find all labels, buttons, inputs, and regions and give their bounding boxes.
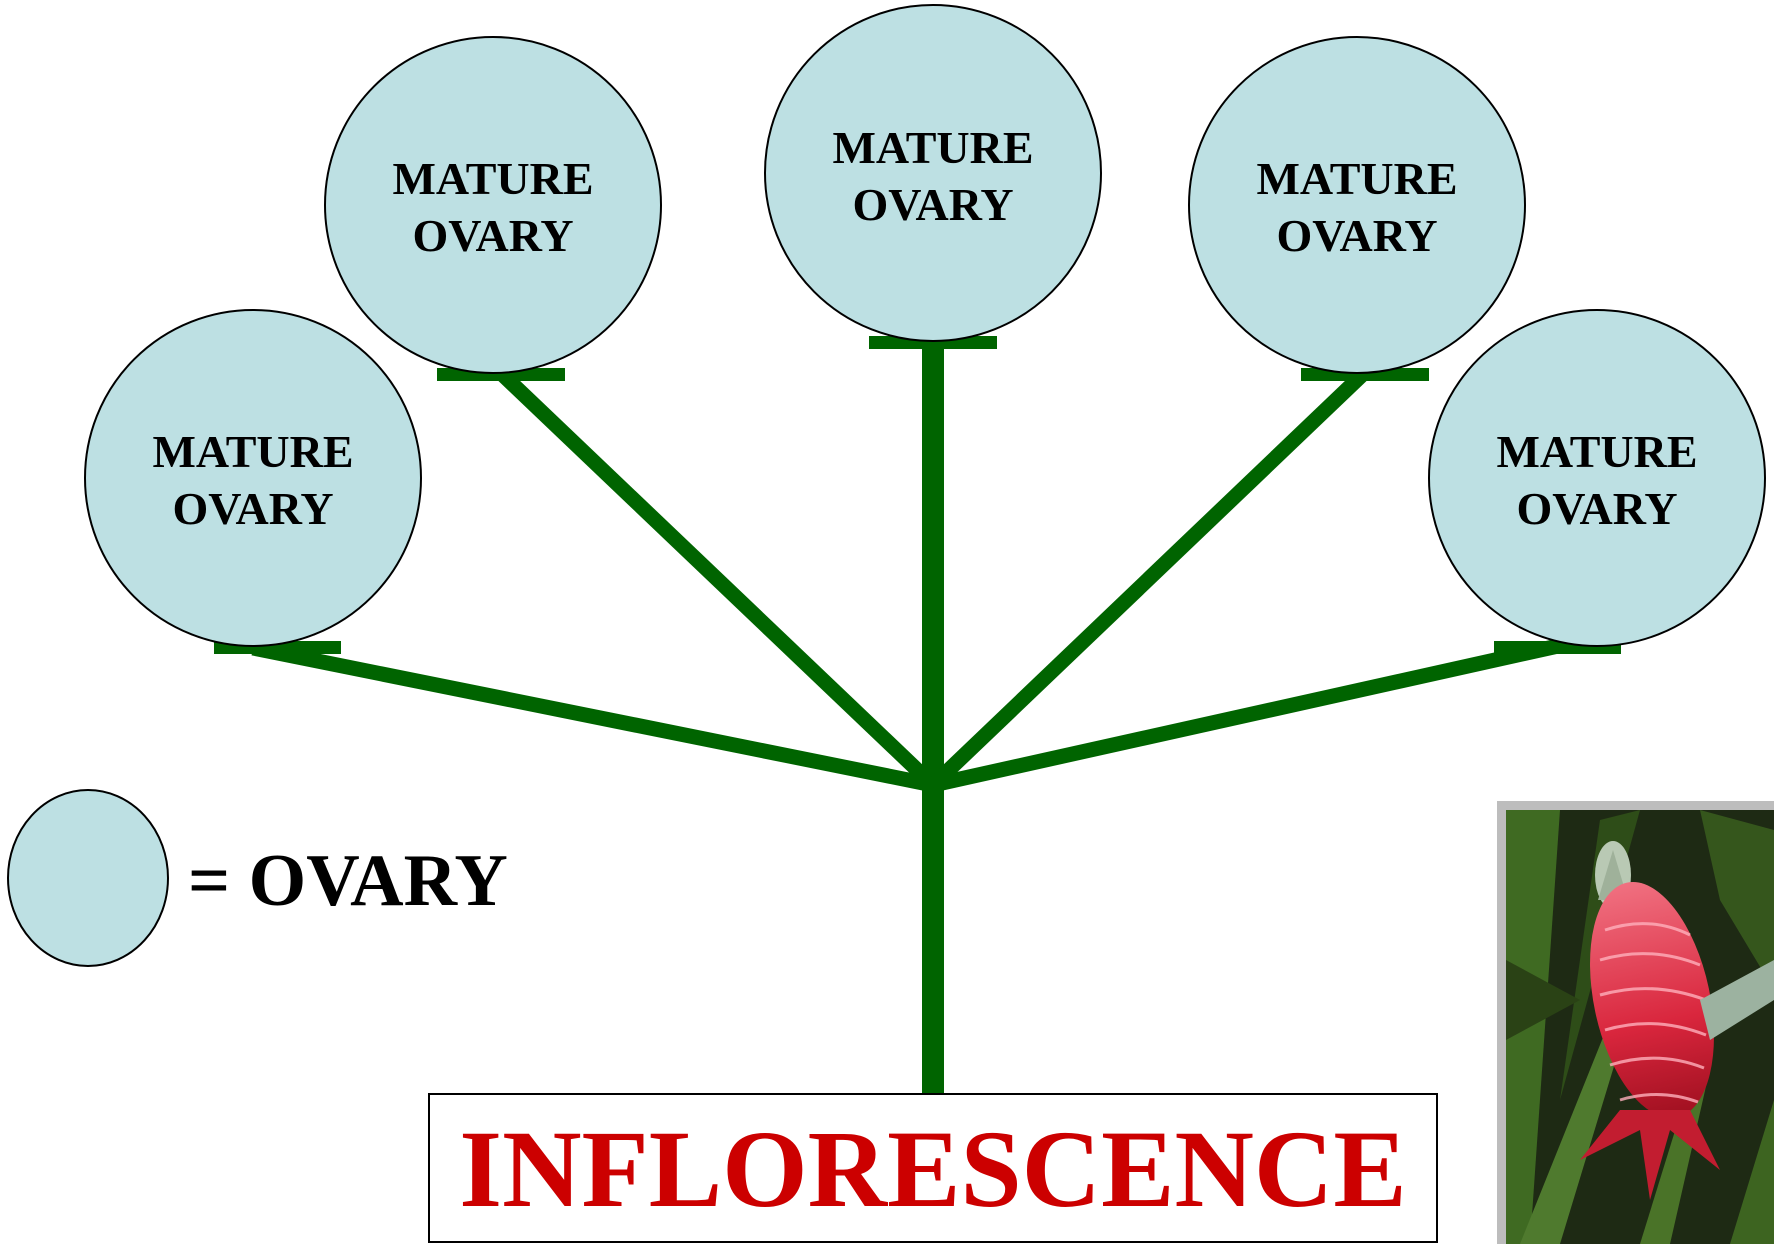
red-bromeliad-flower-photo	[1497, 801, 1774, 1244]
ovary-center: MATURE OVARY	[764, 4, 1102, 342]
ovary-circle	[84, 309, 422, 647]
legend-ovary-symbol	[7, 789, 169, 967]
receptacle-center	[869, 336, 997, 349]
flower-head	[1590, 882, 1714, 1118]
ovary-label-line2: OVARY	[172, 483, 333, 534]
ovary-circle	[1428, 309, 1766, 647]
title-box: INFLORESCENCE	[428, 1093, 1438, 1243]
ovary-far-left: MATURE OVARY	[84, 309, 422, 647]
legend: = OVARY	[7, 789, 508, 967]
stem-branches	[251, 345, 1560, 1095]
ovary-label-line1: MATURE	[392, 153, 593, 204]
receptacles	[214, 336, 1621, 654]
ovary-left: MATURE OVARY	[324, 36, 662, 374]
ovary-far-right: MATURE OVARY	[1428, 309, 1766, 647]
branch-far-right	[931, 638, 1560, 793]
ovary-label-line2: OVARY	[1276, 210, 1437, 261]
branch-far-left	[251, 640, 935, 793]
ovary-label-line1: MATURE	[1256, 153, 1457, 204]
legend-label: = OVARY	[188, 840, 508, 922]
branch-left	[497, 369, 939, 791]
ovary-circle	[1188, 36, 1526, 374]
title-text: INFLORESCENCE	[459, 1108, 1406, 1230]
ovary-circle	[764, 4, 1102, 342]
title-frame	[428, 1093, 1438, 1243]
ovary-label-line1: MATURE	[832, 122, 1033, 173]
ovary-label-line2: OVARY	[852, 179, 1013, 230]
branch-right	[927, 369, 1368, 791]
ovary-circle	[324, 36, 662, 374]
ovary-right: MATURE OVARY	[1188, 36, 1526, 374]
photo-content	[1506, 810, 1774, 1244]
ovary-label-line1: MATURE	[152, 426, 353, 477]
ovary-label-line1: MATURE	[1496, 426, 1697, 477]
ovary-label-line2: OVARY	[412, 210, 573, 261]
ovary-label-line2: OVARY	[1516, 483, 1677, 534]
